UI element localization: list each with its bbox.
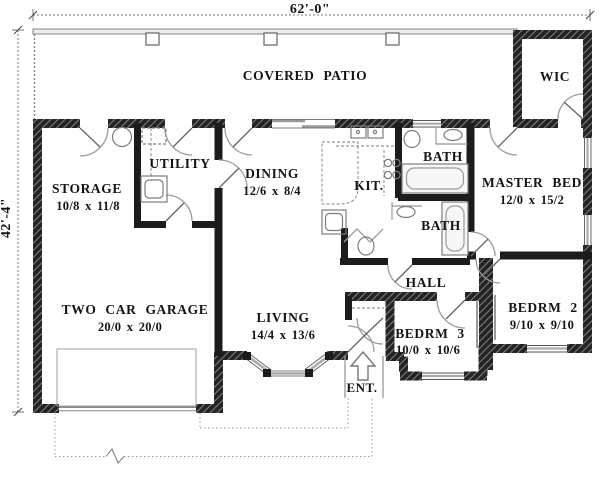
size-bedroom2: 9/10 x 9/10 [510,318,574,332]
break-line [105,448,125,464]
top-dimension [28,9,595,21]
size-garage: 20/0 x 20/0 [98,320,162,334]
interior-walls [134,123,592,356]
width-dimension-label: 62'-0" [290,2,330,17]
bath-sink [443,128,463,142]
label-wic: WIC [540,69,570,84]
room-labels: COVERED PATIO WIC UTILITY STORAGE 10/8 x… [52,68,582,395]
left-dimension [12,25,24,417]
size-living: 14/4 x 13/6 [251,328,315,342]
label-entry: ENT. [346,380,377,395]
living-bay-windows [243,352,333,377]
size-storage: 10/8 x 11/8 [56,199,120,213]
label-living: LIVING [256,310,309,325]
patio-column [385,32,400,46]
label-bedroom3: BEDRM 3 [395,326,465,341]
bedroom3-bay-window [422,371,464,381]
site-lines [54,348,384,464]
garage-door-panel [56,348,197,407]
stove-burner [392,170,401,180]
kitchen-sink [350,125,367,139]
label-storage: STORAGE [52,181,122,196]
kitchen-island [321,141,359,205]
label-master-bed: MASTER BED [482,175,582,190]
label-bath-upper: BATH [423,149,463,164]
fixtures [111,125,469,309]
stove-burner [383,158,393,168]
master-window [583,215,592,245]
toilet [403,129,421,149]
label-covered-patio: COVERED PATIO [243,68,367,83]
refrigerator [321,209,347,235]
master-window [583,138,592,168]
height-dimension-label: 42'-4" [0,198,14,238]
label-utility: UTILITY [149,156,210,171]
size-master-bed: 12/0 x 15/2 [500,193,564,207]
size-dining: 12/6 x 8/4 [243,184,301,198]
bathtub [401,163,469,194]
label-dining: DINING [245,166,299,181]
stove-burner [383,170,393,180]
label-kitchen: KIT. [354,178,384,193]
bifold-closet-door [343,228,384,243]
label-bath-lower: BATH [421,218,461,233]
sliding-glass-door [272,119,335,129]
patio-column [145,32,160,46]
washer [141,127,167,145]
bath-sink [396,205,416,219]
windows [243,119,592,381]
entry-arrow-icon [349,350,377,381]
label-hall: HALL [406,275,447,290]
bedroom-closets-wall [479,258,493,370]
toilet [357,236,375,256]
kitchen-sink [367,125,384,139]
stove-burner [392,158,401,168]
closet-slider-doors [476,295,496,348]
vanity-counter [435,128,468,145]
size-bedroom3: 10/0 x 10/6 [396,343,460,357]
dryer [140,175,168,203]
walkway [54,398,373,457]
water-heater [111,126,133,148]
patio-column [263,32,278,46]
entry-porch [344,356,384,398]
bedroom2-window [527,344,567,353]
label-garage: TWO CAR GARAGE [62,302,209,317]
doors [79,93,584,353]
label-bedroom2: BEDRM 2 [508,300,578,315]
kitchen-window [413,119,441,128]
